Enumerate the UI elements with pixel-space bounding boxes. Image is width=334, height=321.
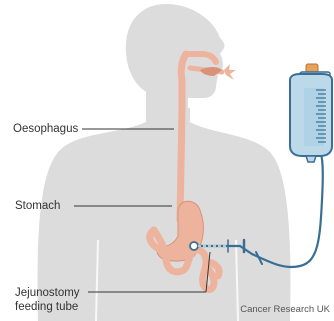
jejunostomy-label-line2: feeding tube xyxy=(15,300,78,314)
stomach-label: Stomach xyxy=(15,199,60,213)
oesophagus-label: Oesophagus xyxy=(13,122,78,136)
body-silhouette xyxy=(38,4,291,321)
jejunostomy-label-line1: Jejunostomy xyxy=(15,286,80,300)
mouth xyxy=(224,64,236,80)
credit-text: Cancer Research UK xyxy=(240,304,330,315)
feeding-bag-icon xyxy=(290,64,332,162)
tube-insertion-point xyxy=(190,242,198,250)
